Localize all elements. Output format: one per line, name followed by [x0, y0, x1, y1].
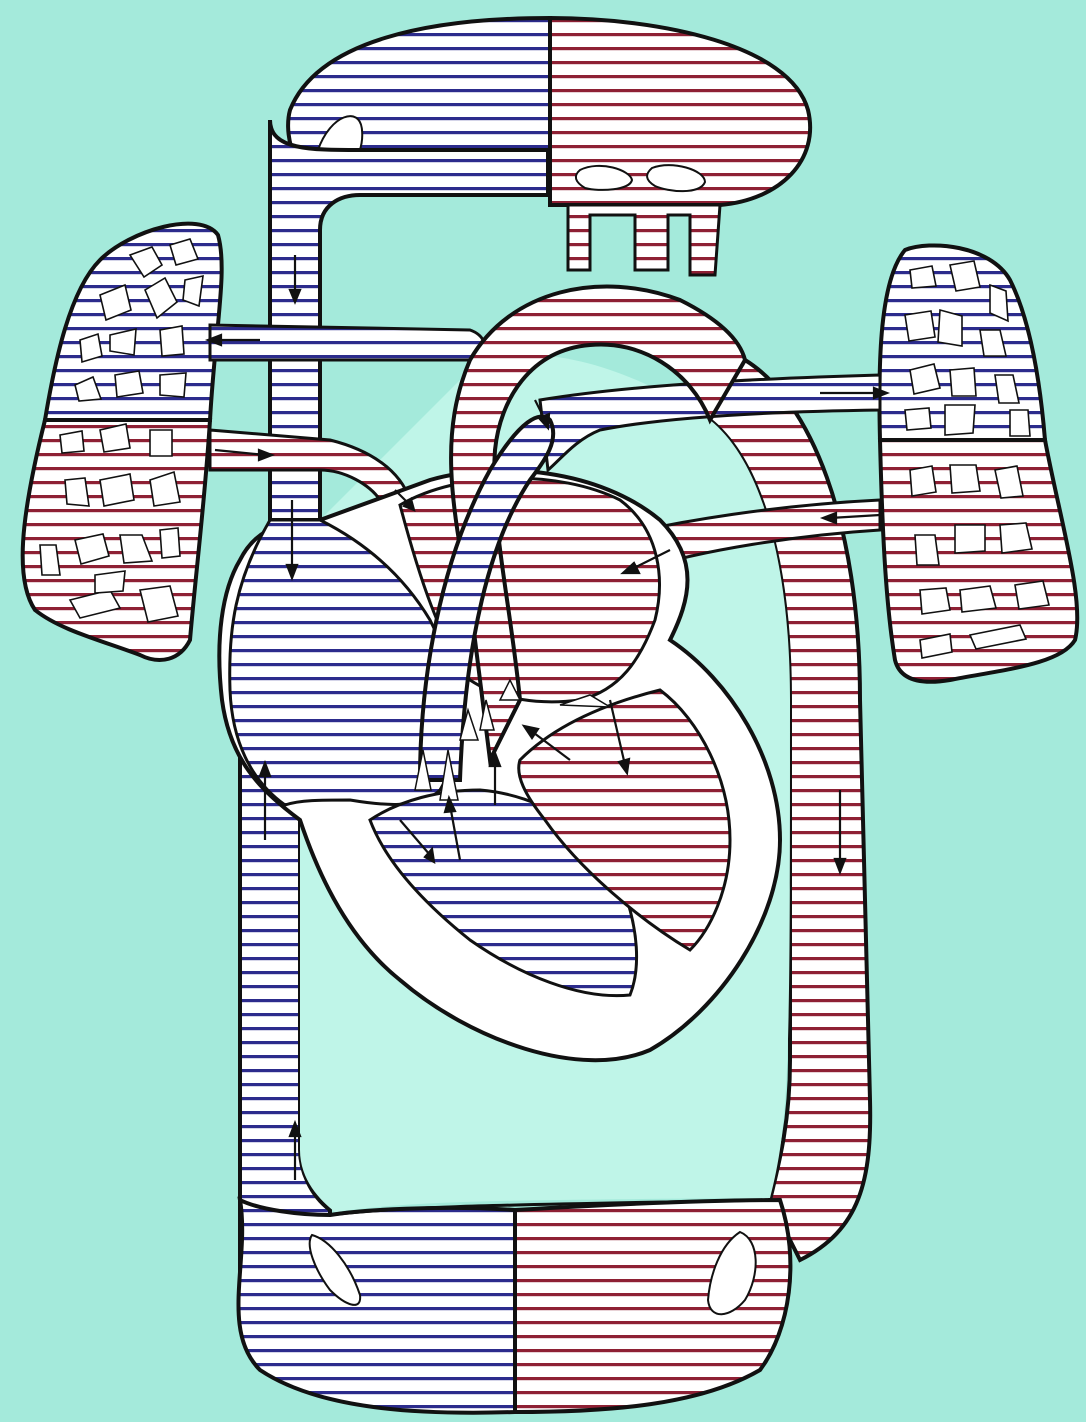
carotid-vessels	[568, 205, 720, 275]
lower-body-capillary-bed-left	[238, 1200, 515, 1413]
pulmonary-artery-left	[210, 325, 485, 360]
